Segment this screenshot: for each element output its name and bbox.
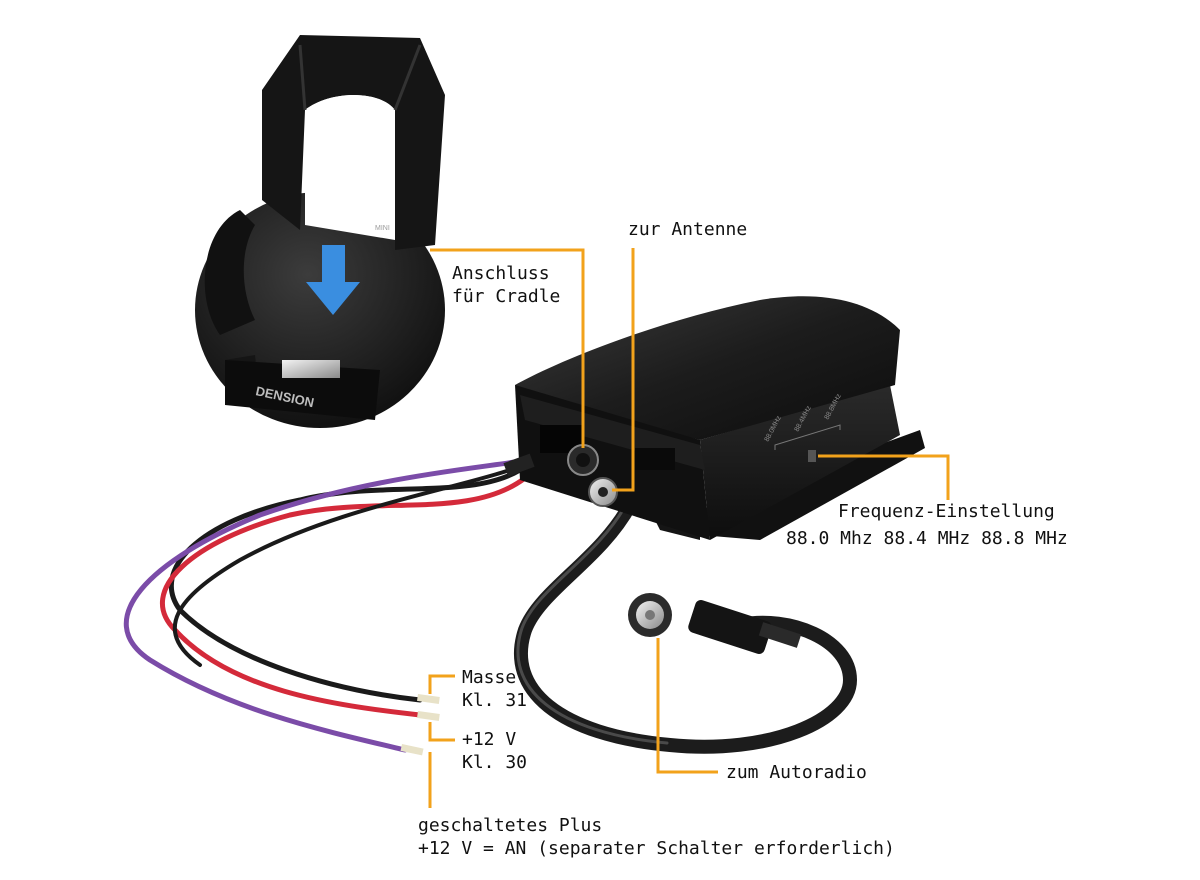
antenna-plug (628, 593, 802, 654)
label-masse-line2: Kl. 31 (462, 690, 528, 711)
antenna-cable (513, 498, 858, 754)
wire-tips (400, 694, 440, 756)
cradle-mini-label: MINI (375, 225, 390, 232)
power-wires (123, 459, 528, 753)
callout-masse-line (428, 674, 455, 694)
label-geschaltet-line1: geschaltetes Plus (418, 815, 603, 836)
callout-plus-line (428, 722, 455, 742)
wire-red (160, 475, 528, 718)
frequency-switch (808, 450, 816, 462)
label-cradle-line2: für Cradle (452, 286, 561, 307)
callout-autoradio-line (656, 638, 718, 774)
label-frequenz-line2: 88.0 Mhz 88.4 MHz 88.8 MHz (786, 528, 1068, 549)
callout-cradle-line (430, 248, 585, 448)
label-masse-line1: Masse (462, 667, 517, 688)
callout-frequenz-line (818, 454, 950, 500)
label-cradle-line1: Anschluss (452, 263, 550, 284)
label-autoradio: zum Autoradio (726, 762, 867, 783)
label-plus-line2: Kl. 30 (462, 752, 528, 773)
phone-cradle: MINI DENSION (195, 35, 445, 428)
callout-antenna-line (612, 248, 635, 492)
wire-black-2 (172, 468, 512, 667)
down-arrow-icon (306, 245, 360, 315)
label-antenne: zur Antenne (628, 219, 748, 240)
label-plus-line1: +12 V (462, 729, 517, 750)
callout-lines (428, 248, 950, 808)
wire-purple (123, 459, 518, 753)
label-geschaltet-line2: +12 V = AN (separater Schalter erforderl… (418, 838, 895, 859)
label-frequenz-line1: Frequenz-Einstellung (838, 501, 1055, 522)
